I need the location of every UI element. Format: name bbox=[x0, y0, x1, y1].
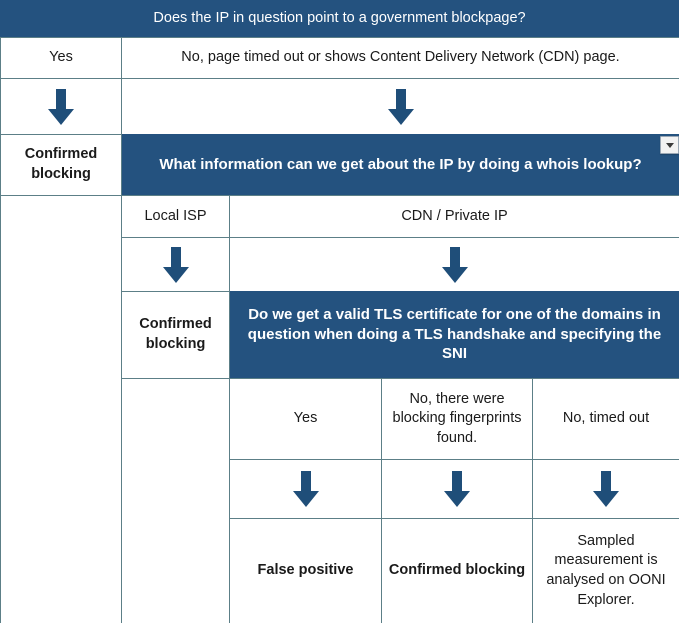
down-arrow-icon bbox=[441, 246, 468, 283]
arrow-cell-level1-yes bbox=[0, 78, 122, 134]
outcome-level3-confirmed-blocking: Confirmed blocking bbox=[382, 518, 533, 623]
down-arrow-icon bbox=[292, 471, 319, 507]
arrow-cell-level3-fingerprints bbox=[382, 459, 533, 518]
arrow-cell-level1-no bbox=[122, 78, 679, 134]
chevron-down-icon bbox=[665, 142, 674, 148]
filter-dropdown-button[interactable] bbox=[660, 136, 679, 154]
left-spacer-column bbox=[0, 195, 122, 623]
arrow-cell-level2-cdn bbox=[230, 237, 679, 291]
down-arrow-icon bbox=[162, 246, 189, 283]
down-arrow-icon bbox=[387, 88, 414, 125]
outcome-level3-false-positive: False positive bbox=[230, 518, 382, 623]
answer-level2-cdn-private-ip: CDN / Private IP bbox=[230, 195, 679, 237]
outcome-level1-confirmed-blocking: Confirmed blocking bbox=[0, 134, 122, 195]
down-arrow-icon bbox=[593, 471, 619, 507]
answer-level3-timed-out: No, timed out bbox=[533, 378, 679, 459]
down-arrow-icon bbox=[48, 88, 74, 125]
question-level-2: What information can we get about the IP… bbox=[122, 134, 679, 195]
outcome-level2-confirmed-blocking: Confirmed blocking bbox=[122, 291, 230, 378]
answer-level3-yes: Yes bbox=[230, 378, 382, 459]
question-level-1: Does the IP in question point to a gover… bbox=[0, 0, 679, 37]
question-level-3: Do we get a valid TLS certificate for on… bbox=[230, 291, 679, 378]
arrow-cell-level2-local-isp bbox=[122, 237, 230, 291]
answer-level2-local-isp: Local ISP bbox=[122, 195, 230, 237]
answer-level3-fingerprints: No, there were blocking fingerprints fou… bbox=[382, 378, 533, 459]
answer-level1-yes: Yes bbox=[0, 37, 122, 78]
down-arrow-icon bbox=[444, 471, 470, 507]
level3-empty-cell bbox=[122, 378, 230, 623]
outcome-level3-sampled-measurement: Sampled measurement is analysed on OONI … bbox=[533, 518, 679, 623]
arrow-cell-level3-yes bbox=[230, 459, 382, 518]
answer-level1-no: No, page timed out or shows Content Deli… bbox=[122, 37, 679, 78]
arrow-cell-level3-timed-out bbox=[533, 459, 679, 518]
